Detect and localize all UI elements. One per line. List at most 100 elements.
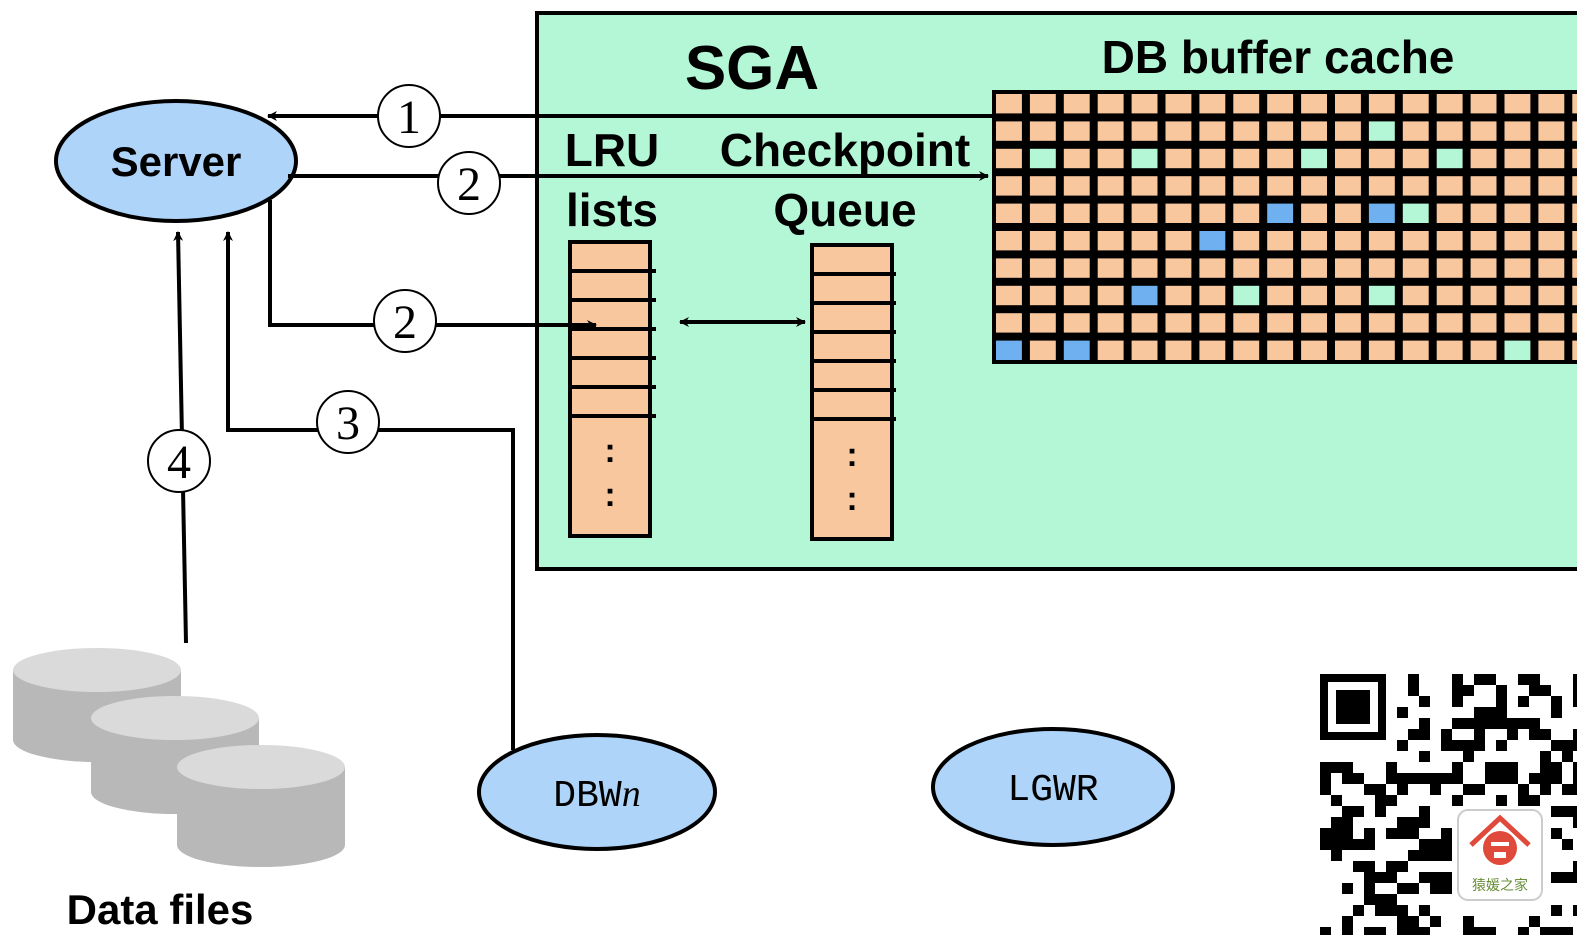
qr-module (1419, 773, 1430, 784)
qr-module (1562, 751, 1573, 762)
qr-module (1408, 674, 1419, 685)
buffer-block (1538, 231, 1565, 251)
buffer-block (1131, 203, 1158, 223)
qr-module (1474, 784, 1485, 795)
buffer-block (1335, 231, 1361, 251)
buffer-block (1233, 94, 1260, 114)
buffer-block (1233, 148, 1260, 169)
buffer-block (1572, 94, 1577, 114)
buffer-block (1368, 340, 1395, 360)
buffer-block (1436, 148, 1463, 169)
buffer-block (1165, 203, 1192, 223)
buffer-block (1301, 313, 1327, 333)
qr-module (1518, 927, 1529, 935)
buffer-block (1301, 203, 1327, 223)
buffer-block (1063, 258, 1090, 278)
qr-module (1562, 839, 1573, 850)
buffer-block (1199, 94, 1226, 114)
qr-module (1573, 674, 1577, 685)
buffer-block (1199, 121, 1226, 141)
buffer-block (1368, 313, 1395, 333)
buffer-block (1267, 176, 1294, 196)
buffer-block (996, 148, 1022, 169)
qr-module (1375, 905, 1386, 916)
qr-module (1441, 773, 1452, 784)
buffer-block (1335, 94, 1361, 114)
qr-module (1507, 729, 1518, 740)
buffer-block (1301, 176, 1327, 196)
buffer-block (1165, 313, 1192, 333)
buffer-block (1199, 340, 1226, 360)
qr-module (1419, 718, 1430, 729)
qr-module (1551, 828, 1562, 839)
qr-module (1408, 729, 1419, 740)
buffer-block (1436, 203, 1463, 223)
qr-module (1573, 762, 1577, 773)
qr-module (1397, 905, 1408, 916)
qr-module (1397, 861, 1408, 872)
qr-module (1419, 806, 1430, 817)
qr-module (1397, 828, 1408, 839)
qr-module (1485, 773, 1496, 784)
buffer-block (1029, 94, 1056, 114)
qr-module (1419, 905, 1430, 916)
buffer-block (1063, 176, 1090, 196)
buffer-block (1029, 313, 1056, 333)
buffer-block (996, 258, 1022, 278)
buffer-block (1470, 285, 1497, 306)
buffer-block (1063, 203, 1090, 223)
buffer-block (1131, 231, 1158, 251)
buffer-block (1402, 313, 1429, 333)
qr-module (1331, 839, 1342, 850)
qr-module (1540, 751, 1551, 762)
buffer-block (1402, 340, 1429, 360)
qr-module (1573, 696, 1577, 707)
qr-module (1474, 740, 1485, 751)
buffer-block (1097, 203, 1124, 223)
buffer-block (1097, 176, 1124, 196)
qr-module (1397, 817, 1408, 828)
qr-module (1364, 872, 1375, 883)
buffer-block (1131, 176, 1158, 196)
buffer-block (1199, 313, 1226, 333)
qr-module (1353, 806, 1364, 817)
buffer-block (1572, 313, 1577, 333)
qr-module (1342, 806, 1353, 817)
dbwn-process: DBWn (477, 733, 717, 851)
data-files-disks (13, 648, 345, 867)
qr-module (1463, 916, 1474, 927)
qr-module (1386, 773, 1397, 784)
step-4-number: 4 (167, 436, 191, 489)
qr-module (1375, 872, 1386, 883)
qr-module (1419, 751, 1430, 762)
qr-module (1463, 927, 1474, 935)
qr-module (1375, 894, 1386, 905)
qr-module (1540, 729, 1551, 740)
buffer-block (1538, 285, 1565, 306)
buffer-block (1165, 176, 1192, 196)
qr-module (1496, 696, 1507, 707)
qr-module (1452, 762, 1463, 773)
qr-module (1496, 795, 1507, 806)
qr-module (1507, 718, 1518, 729)
disk-3 (177, 745, 345, 867)
buffer-block (1335, 176, 1361, 196)
qr-module (1452, 674, 1463, 685)
qr-module (1419, 729, 1430, 740)
qr-module (1452, 696, 1463, 707)
qr-module (1540, 784, 1551, 795)
qr-module (1452, 685, 1463, 696)
buffer-block (1470, 203, 1497, 223)
buffer-block (1504, 285, 1531, 306)
qr-module (1573, 861, 1577, 872)
buffer-block (1029, 340, 1056, 360)
buffer-block (996, 313, 1022, 333)
step-1-number: 1 (397, 91, 421, 144)
buffer-block (1097, 258, 1124, 278)
qr-module (1540, 773, 1551, 784)
buffer-block (1538, 94, 1565, 114)
buffer-block (1436, 285, 1463, 306)
qr-module (1529, 916, 1540, 927)
buffer-block (1402, 285, 1429, 306)
buffer-block (1538, 176, 1565, 196)
